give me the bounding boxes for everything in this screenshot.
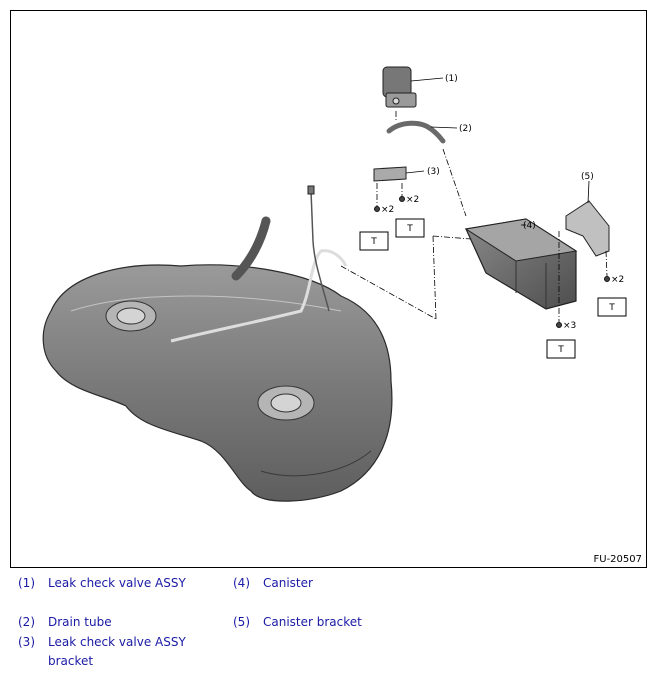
torque-box-1: T [359,231,389,251]
callout-4: (4) [523,221,536,231]
legend-label: Canister [263,576,313,590]
legend-num: (4) [233,576,250,590]
leader-lines [405,77,590,226]
fuel-pump-flange-right [257,385,315,421]
callout-3: (3) [427,167,440,177]
qty-bolt-left: ×2 [381,205,394,215]
diagram-canvas: (1) (2) (3) (4) (5) ×2 ×2 ×3 ×2 T T T T [42,66,627,502]
legend-label: Canister bracket [263,615,362,629]
svg-text:T: T [370,237,377,247]
svg-text:T: T [608,303,615,313]
callout-1: (1) [445,74,458,84]
fuel-tank [42,185,393,502]
torque-box-2: T [395,218,425,238]
svg-text:T: T [557,345,564,355]
drain-tube [386,120,446,144]
leak-check-valve-bracket [373,166,407,182]
legend-num: (5) [233,615,250,629]
torque-box-4: T [597,297,627,317]
canister-bracket [565,200,610,257]
legend-num: (2) [18,615,35,629]
canister [464,218,578,310]
svg-text:T: T [406,224,413,234]
evap-pipe [170,249,348,343]
qty-bolt-right: ×2 [406,195,419,205]
figure-code: FU-20507 [593,554,643,565]
legend-label: Leak check valve ASSY bracket [48,635,186,668]
torque-box-3: T [546,339,576,359]
legend-num: (1) [18,576,35,590]
filler-hose [231,216,271,281]
callout-5: (5) [581,172,594,182]
bolts [374,196,610,328]
leak-check-valve-assy [382,66,417,108]
parts-diagram: (1) (2) (3) (4) (5) ×2 ×2 ×3 ×2 T T T T … [10,10,647,568]
qty-canister-bolt: ×3 [563,321,576,331]
qty-bracket-bolt: ×2 [611,275,624,285]
callout-2: (2) [459,124,472,134]
reference-lines [340,111,608,323]
fuel-pump-flange-left [105,300,157,332]
legend-num: (3) [18,635,35,649]
legend-label: Leak check valve ASSY [48,576,186,590]
legend-label: Drain tube [48,615,112,629]
